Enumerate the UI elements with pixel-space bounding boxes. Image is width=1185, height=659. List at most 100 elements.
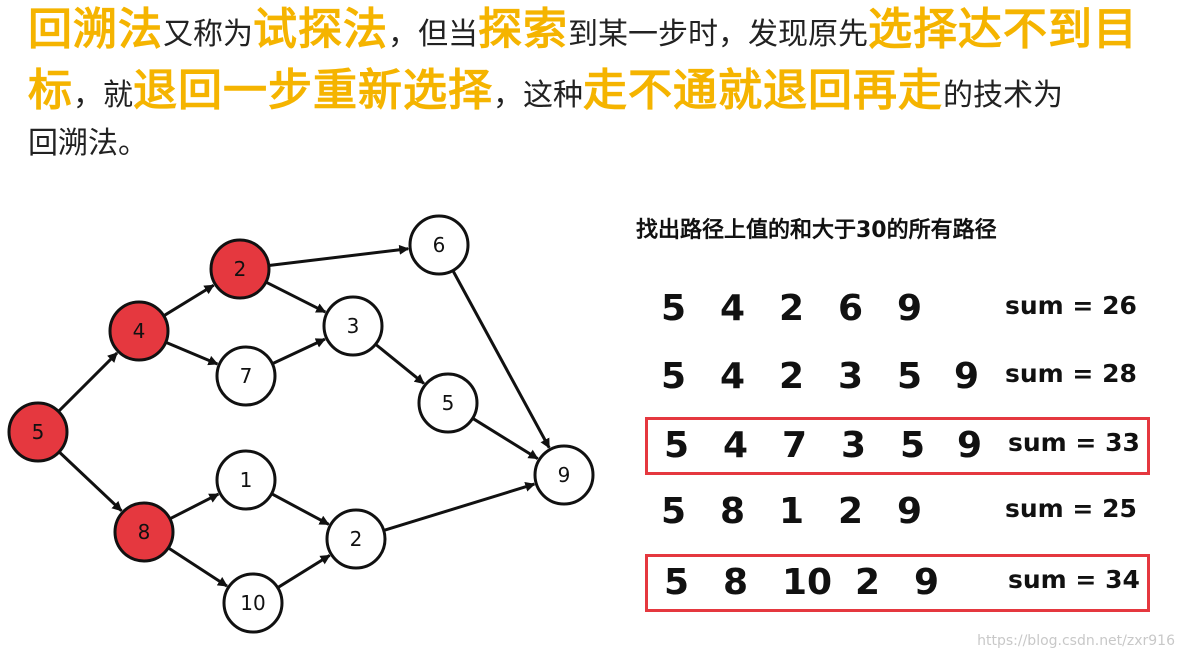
watermark: https://blog.csdn.net/zxr916 [977, 633, 1175, 649]
intro-paragraph: 回溯法又称为试探法，但当探索到某一步时，发现原先选择达不到目标，就退回一步重新选… [28, 2, 1178, 164]
path-node-value: 2 [855, 562, 881, 603]
node-label: 8 [138, 520, 151, 544]
node-label: 5 [442, 391, 455, 415]
edge-n5a-n8 [58, 450, 123, 512]
path-node-value: 9 [897, 288, 923, 329]
node-label: 10 [240, 591, 265, 615]
intro-text: 的技术为 [943, 78, 1063, 113]
edge-n10-n2b [276, 554, 331, 589]
intro-text: ，这种 [493, 78, 583, 113]
graph-node: 5 [7, 401, 69, 463]
path-node-value: 10 [782, 562, 833, 603]
path-node-value: 8 [720, 491, 746, 532]
edge-n2a-n6 [268, 244, 410, 268]
path-node-value: 3 [838, 356, 864, 397]
node-circle [408, 214, 470, 276]
path-node-value: 3 [841, 425, 867, 466]
path-sum: sum = 34 [1008, 565, 1140, 594]
graph-node: 6 [408, 214, 470, 276]
path-node-value: 5 [900, 425, 926, 466]
edge-n8-n10 [167, 546, 228, 588]
node-circle [325, 508, 387, 570]
edge-n5a-n4 [57, 351, 119, 413]
node-circle-highlighted [108, 300, 170, 362]
node-circle-highlighted [209, 238, 271, 300]
node-label: 2 [350, 527, 363, 551]
path-node-value: 1 [779, 491, 805, 532]
node-circle-highlighted [113, 501, 175, 563]
path-node-value: 9 [954, 356, 980, 397]
node-label: 3 [347, 314, 360, 338]
path-node-value: 2 [779, 356, 805, 397]
path-node-value: 2 [838, 491, 864, 532]
path-sum: sum = 26 [1005, 291, 1137, 320]
graph-node: 10 [222, 572, 284, 634]
edge-n2a-n3 [265, 280, 327, 314]
edge-n8-n1 [169, 492, 220, 521]
graph-node: 1 [215, 449, 277, 511]
edge-n4-n2a [162, 283, 215, 318]
path-node-value: 5 [661, 491, 687, 532]
graph-node: 2 [209, 238, 271, 300]
node-circle [215, 345, 277, 407]
intro-text-last: 回溯法。 [28, 126, 148, 161]
path-node-value: 4 [723, 425, 749, 466]
path-node-value: 9 [914, 562, 940, 603]
path-sum: sum = 25 [1005, 494, 1137, 523]
edge-n4-n7 [165, 340, 219, 366]
graph-node: 4 [108, 300, 170, 362]
path-node-value: 9 [957, 425, 983, 466]
edge-n6-n9 [451, 269, 551, 449]
intro-highlight: 回溯法 [28, 4, 163, 55]
node-circle [215, 449, 277, 511]
graph-node: 7 [215, 345, 277, 407]
intro-highlight: 试探法 [253, 4, 388, 55]
graph-node: 8 [113, 501, 175, 563]
graph-nodes: 5 4 8 2 7 1 10 6 3 5 2 9 [7, 214, 595, 634]
path-sum: sum = 28 [1005, 359, 1137, 388]
node-circle-highlighted [7, 401, 69, 463]
path-node-value: 5 [664, 425, 690, 466]
graph-node: 3 [322, 295, 384, 357]
path-node-value: 9 [897, 491, 923, 532]
node-label: 9 [558, 463, 571, 487]
intro-highlight: 退回一步重新选择 [133, 65, 493, 116]
path-node-value: 5 [897, 356, 923, 397]
edge-n7-n3 [271, 337, 326, 366]
path-node-value: 8 [723, 562, 749, 603]
node-label: 7 [240, 364, 253, 388]
path-sum: sum = 33 [1008, 428, 1140, 457]
path-node-value: 2 [779, 288, 805, 329]
node-label: 6 [433, 233, 446, 257]
path-node-value: 5 [661, 356, 687, 397]
path-node-value: 7 [782, 425, 808, 466]
path-node-value: 5 [661, 288, 687, 329]
graph-node: 2 [325, 508, 387, 570]
graph-node: 5 [417, 372, 479, 434]
intro-highlight: 走不通就退回再走 [583, 65, 943, 116]
node-circle [222, 572, 284, 634]
edge-n1-n2b [270, 492, 330, 526]
node-circle [322, 295, 384, 357]
edge-n3-n5b [374, 343, 425, 385]
path-node-value: 4 [720, 288, 746, 329]
edge-n5b-n9 [471, 417, 539, 460]
node-label: 1 [240, 468, 253, 492]
intro-text: ，但当 [388, 17, 478, 52]
graph-edges [57, 244, 551, 589]
task-description: 找出路径上值的和大于30的所有路径 [636, 218, 997, 243]
node-label: 4 [133, 319, 146, 343]
path-node-value: 4 [720, 356, 746, 397]
backtracking-graph: 5 4 8 2 7 1 10 6 3 5 2 9 [7, 214, 595, 634]
intro-highlight: 选择达不到目标 [28, 4, 1138, 116]
graph-node: 9 [533, 444, 595, 506]
intro-text: 到某一步时，发现原先 [568, 17, 868, 52]
intro-text: 又称为 [163, 17, 253, 52]
intro-text: ，就 [73, 78, 133, 113]
node-circle [417, 372, 479, 434]
path-node-value: 6 [838, 288, 864, 329]
